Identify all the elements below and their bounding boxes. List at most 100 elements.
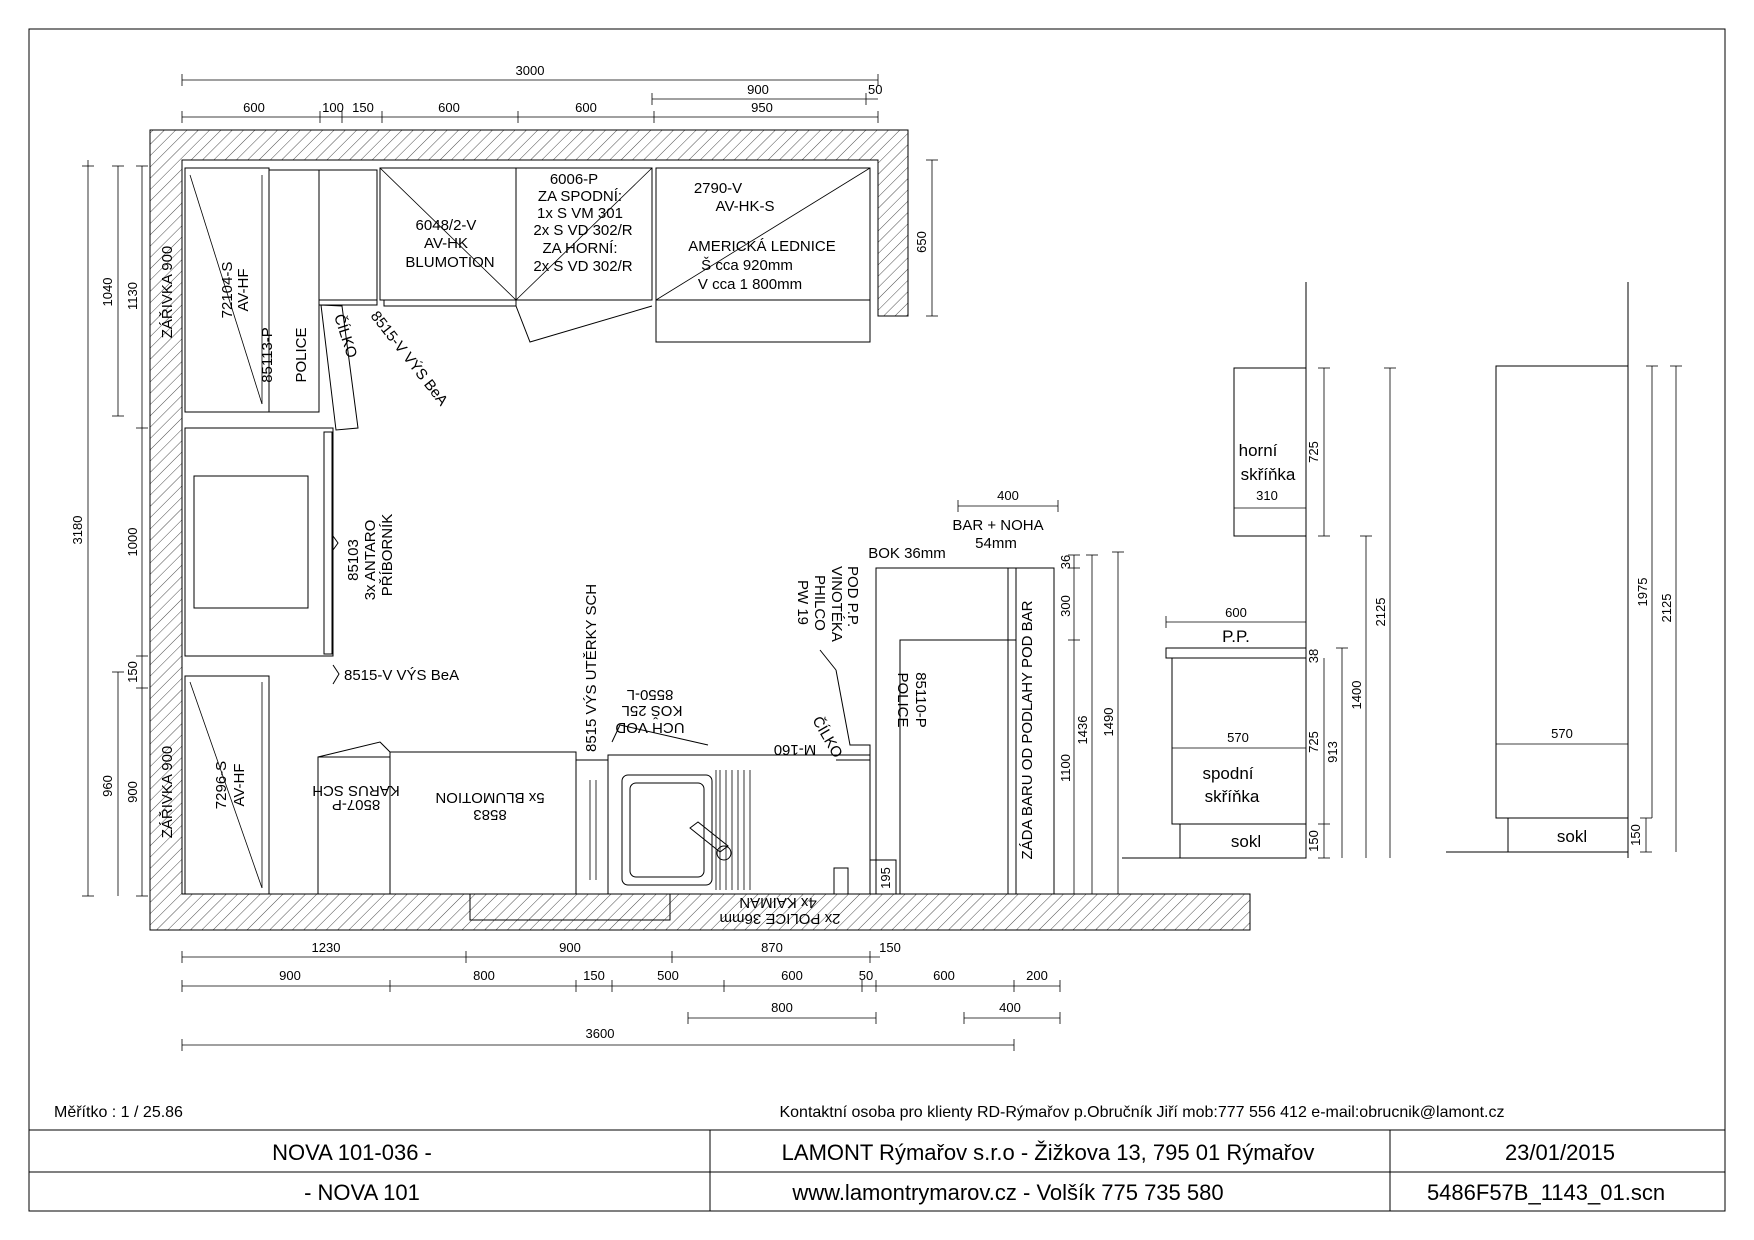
dim-top-600c: 600 (575, 100, 597, 115)
bottom-dimensions: 1230 900 870 150 900 800 150 500 600 50 … (181, 940, 1061, 1051)
dim-top-50: 50 (868, 82, 882, 97)
dim-top-100: 100 (322, 100, 344, 115)
dim-1100: 1100 (1058, 754, 1073, 782)
dim-bot-600: 600 (781, 968, 803, 983)
bar-area: ČÍLKO POD P.P. VINOTÉKA PHILCO PW 19 851… (794, 488, 1124, 895)
left-wall-cabinets: 85103 3x ANTARO PŘÍBORNÍK 8515-V VÝS BeA… (159, 427, 459, 895)
dim-top-3000: 3000 (516, 63, 545, 78)
dim-left-150: 150 (125, 661, 140, 683)
label-pp: P.P. (1222, 627, 1250, 646)
label-6006: 6006-P (550, 171, 598, 188)
dim-bot-600b: 600 (933, 968, 955, 983)
dim-bar-400: 400 (997, 488, 1019, 503)
label-zada-baru: ZÁDA BARU OD PODLAHY POD BAR (1019, 600, 1036, 859)
top-dimensions: 3000 900 50 600 100 150 600 600 950 (181, 63, 882, 123)
dim-1400: 1400 (1349, 681, 1364, 710)
dim-top-950: 950 (751, 100, 773, 115)
label-blumotion-1: BLUMOTION (405, 254, 494, 271)
dim-bot-3600: 3600 (586, 1026, 615, 1041)
label-85110: 85110-P (912, 672, 929, 728)
dim-left-1130: 1130 (125, 282, 140, 310)
label-bok: BOK 36mm (868, 545, 946, 562)
label-sirka: Š cca 920mm (701, 257, 793, 274)
label-pw19: PW 19 (794, 580, 811, 625)
section-2: 570 sokl 150 1975 2125 (1446, 282, 1682, 858)
dim-570-tall: 570 (1551, 726, 1573, 741)
scale-note: Měřítko : 1 / 25.86 (54, 1104, 183, 1121)
left-dimensions: 3180 1040 1130 1000 150 900 960 (70, 160, 148, 897)
label-sokl-2: sokl (1557, 827, 1587, 846)
dim-top-150: 150 (352, 100, 374, 115)
label-vyska: V cca 1 800mm (698, 276, 802, 293)
label-2x-police: 2x POLICE 36mm (720, 910, 841, 927)
label-m160: M-160 (774, 741, 817, 758)
contact-line: Kontaktní osoba pro klienty RD-Rýmařov p… (779, 1104, 1504, 1121)
dim-150-sokl-1: 150 (1306, 830, 1321, 852)
file-name: 5486F57B_1143_01.scn (1427, 1180, 1665, 1205)
dim-1975: 1975 (1635, 578, 1650, 607)
label-uch-vod: UCH VOD (615, 719, 684, 736)
company-web: www.lamontrymarov.cz - Volšík 775 735 58… (791, 1180, 1223, 1205)
label-8583: 8583 (473, 806, 506, 823)
walls (149, 129, 1251, 931)
dim-left-900: 900 (125, 781, 140, 803)
label-skrinka-1: skříňka (1241, 465, 1296, 484)
label-7296: 7296-S (213, 761, 230, 809)
dim-right-650: 650 (914, 231, 929, 253)
drawing-date: 23/01/2015 (1505, 1140, 1615, 1165)
page-frame (28, 28, 1726, 1212)
label-philco: PHILCO (811, 575, 828, 631)
dim-bot-500: 500 (657, 968, 679, 983)
dim-bot-150: 150 (879, 940, 901, 955)
dim-bot-800: 800 (473, 968, 495, 983)
label-skrinka-2: skříňka (1205, 787, 1260, 806)
label-85103: 85103 (345, 539, 362, 581)
dim-2125-1: 2125 (1373, 598, 1388, 627)
label-za-horni: ZA HORNÍ: (542, 240, 617, 257)
dim-bot-1230: 1230 (312, 940, 341, 955)
dim-150-sokl-2: 150 (1628, 824, 1643, 846)
label-za-spodni: ZA SPODNÍ: (538, 188, 622, 205)
label-cilko-1: ČÍLKO (330, 312, 360, 360)
label-americka-lednice: AMERICKÁ LEDNICE (688, 238, 836, 255)
label-avhks: AV-HK-S (716, 198, 775, 215)
label-pribornik: PŘÍBORNÍK (379, 514, 396, 597)
label-blumotion-2: 5x BLUMOTION (435, 789, 544, 806)
dim-725-upper: 725 (1306, 441, 1321, 463)
dim-36: 36 (1058, 555, 1073, 569)
dim-600-worktop: 600 (1225, 605, 1247, 620)
dim-left-1040: 1040 (100, 278, 115, 307)
dim-310: 310 (1256, 488, 1278, 503)
label-svd302-1: 2x S VD 302/R (533, 222, 632, 239)
label-police-1: POLICE (293, 327, 310, 382)
label-police-2: POLICE (894, 672, 911, 727)
label-85113: 85113-P (259, 327, 276, 383)
dim-725-base: 725 (1306, 731, 1321, 753)
dim-2125-2: 2125 (1659, 594, 1674, 623)
label-svd302-2: 2x S VD 302/R (533, 258, 632, 275)
label-kos: KOŠ 25L (622, 702, 683, 719)
label-8515-top: 8515-V VÝS BeA (367, 308, 451, 409)
section-1: horní skříňka 310 725 P.P. 600 38 570 sp… (1122, 282, 1396, 859)
dim-bot-900b: 900 (279, 968, 301, 983)
label-zarivka-top: ZÁŘIVKA 900 (159, 246, 176, 339)
company-address: LAMONT Rýmařov s.r.o - Žižkova 13, 795 0… (782, 1140, 1315, 1165)
label-pod-pp: POD P.P. (844, 566, 861, 627)
dim-left-3180: 3180 (70, 516, 85, 545)
dim-1436: 1436 (1075, 716, 1090, 745)
top-corner-filler: ČÍLKO 8515-V VÝS BeA (320, 304, 451, 431)
label-kaiman: 4x KAIMAN (739, 894, 817, 911)
dim-38: 38 (1306, 649, 1321, 663)
dim-bot-150b: 150 (583, 968, 605, 983)
dim-913: 913 (1325, 741, 1340, 763)
label-vinoteka: VINOTÉKA (828, 566, 845, 642)
label-bar-noha: BAR + NOHA (952, 517, 1043, 534)
dim-bot-400: 400 (999, 1000, 1021, 1015)
bottom-row-cabinets: 8507-P KARUS SCH 8583 5x BLUMOTION 8515 … (312, 584, 897, 927)
label-avhk: AV-HK (424, 235, 468, 252)
dim-195: 195 (878, 867, 893, 889)
kitchen-model: - NOVA 101 (304, 1180, 420, 1205)
label-uterky: 8515 VÝS UTĚRKY SCH (583, 584, 600, 752)
title-block: NOVA 101-036 - LAMONT Rýmařov s.r.o - Ži… (29, 1129, 1725, 1211)
